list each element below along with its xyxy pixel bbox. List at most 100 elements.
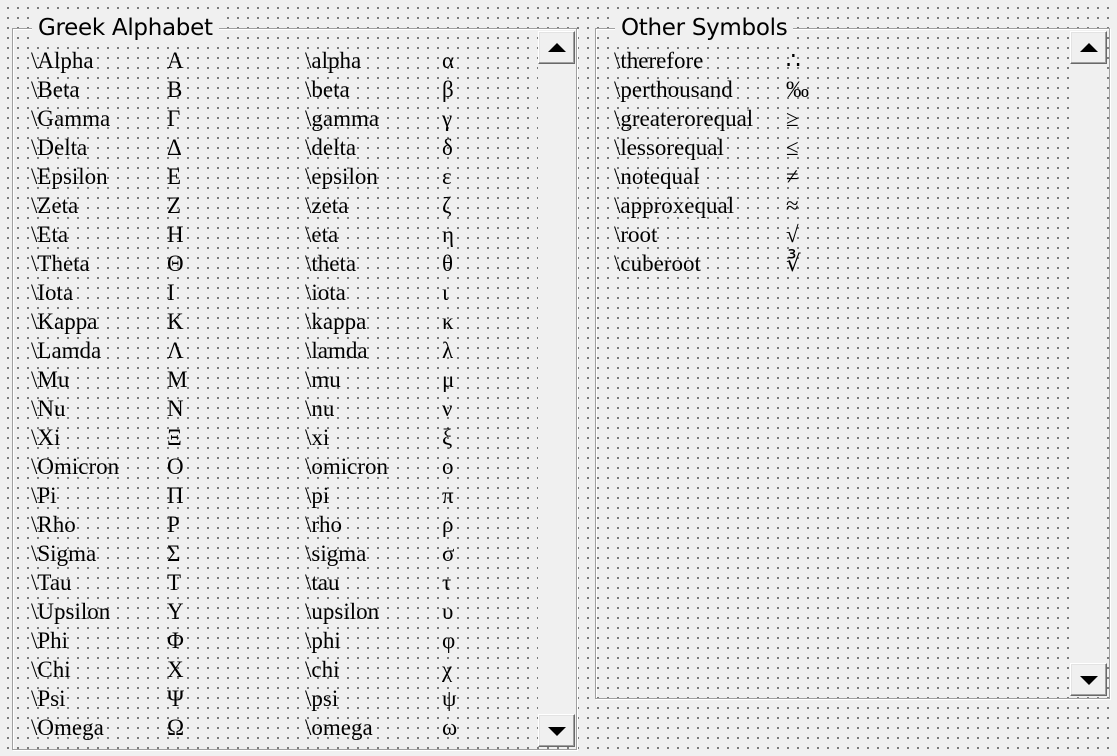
scroll-down-arrow-icon xyxy=(547,726,566,736)
lowercase-symbol: κ xyxy=(442,309,454,334)
scroll-up-arrow-icon xyxy=(1079,42,1098,52)
uppercase-symbol: Λ xyxy=(167,338,184,363)
symbols-scrollbar[interactable] xyxy=(1070,31,1107,696)
uppercase-symbol: Β xyxy=(167,77,183,102)
uppercase-symbol: Σ xyxy=(167,541,181,566)
symbol-command: \approxequal xyxy=(614,193,735,218)
lowercase-symbol: α xyxy=(442,48,455,73)
lowercase-command: \sigma xyxy=(305,541,367,566)
lowercase-symbol: ζ xyxy=(442,193,452,218)
scroll-up-arrow-icon xyxy=(547,42,566,52)
greek-scrollbar[interactable] xyxy=(538,31,575,747)
greek-scroll-up-button[interactable] xyxy=(538,31,575,64)
uppercase-command: \Zeta xyxy=(31,193,79,218)
lowercase-command: \rho xyxy=(305,512,343,537)
symbol-glyph: ≤ xyxy=(786,135,799,160)
lowercase-command: \mu xyxy=(305,367,341,392)
other-symbols-group: Other Symbols \therefore∴\perthousand‰\g… xyxy=(595,14,1110,699)
uppercase-command: \Xi xyxy=(31,425,61,450)
uppercase-symbol: Δ xyxy=(167,135,182,160)
scroll-down-arrow-icon xyxy=(1079,675,1098,685)
uppercase-symbol: Ο xyxy=(167,454,184,479)
lowercase-symbol: ε xyxy=(442,164,452,189)
uppercase-command: \Chi xyxy=(31,657,71,682)
lowercase-symbol: η xyxy=(442,222,455,247)
uppercase-command: \Psi xyxy=(31,686,66,711)
uppercase-symbol: Ψ xyxy=(167,686,184,711)
lowercase-symbol: λ xyxy=(442,338,454,363)
lowercase-command: \eta xyxy=(305,222,339,247)
symbols-scroll-up-button[interactable] xyxy=(1070,31,1107,64)
uppercase-symbol: Ξ xyxy=(167,425,182,450)
lowercase-symbol: ρ xyxy=(442,512,454,537)
uppercase-command: \Nu xyxy=(31,396,66,421)
lowercase-symbol: χ xyxy=(442,657,453,682)
lowercase-command: \gamma xyxy=(305,106,380,131)
lowercase-command: \xi xyxy=(305,425,330,450)
lowercase-symbol: θ xyxy=(442,251,454,276)
symbol-command: \root xyxy=(614,222,658,247)
uppercase-command: \Eta xyxy=(31,222,69,247)
symbols-scroll-down-button[interactable] xyxy=(1070,663,1107,696)
uppercase-command: \Alpha xyxy=(31,48,94,73)
lowercase-symbol: ν xyxy=(442,396,453,421)
lowercase-symbol: τ xyxy=(442,570,452,595)
lowercase-command: \chi xyxy=(305,657,340,682)
uppercase-command: \Gamma xyxy=(31,106,111,131)
uppercase-command: \Rho xyxy=(31,512,76,537)
lowercase-command: \omicron xyxy=(305,454,389,479)
uppercase-symbol: Τ xyxy=(167,570,182,595)
lowercase-command: \zeta xyxy=(305,193,349,218)
lowercase-command: \pi xyxy=(305,483,330,508)
lowercase-command: \iota xyxy=(305,280,346,305)
uppercase-command: \Omicron xyxy=(31,454,120,479)
other-symbols-title: Other Symbols xyxy=(615,14,794,42)
lowercase-symbol: ι xyxy=(442,280,449,305)
lowercase-command: \beta xyxy=(305,77,350,102)
uppercase-symbol: Α xyxy=(167,48,184,73)
lowercase-symbol: β xyxy=(442,77,454,102)
lowercase-symbol: ψ xyxy=(442,686,457,711)
greek-scroll-down-button[interactable] xyxy=(538,714,575,747)
symbol-command: \greaterorequal xyxy=(614,106,754,131)
lowercase-command: \kappa xyxy=(305,309,367,334)
lowercase-symbol: ω xyxy=(442,715,458,740)
uppercase-command: \Kappa xyxy=(31,309,98,334)
uppercase-symbol: Μ xyxy=(167,367,188,392)
uppercase-command: \Theta xyxy=(31,251,90,276)
lowercase-symbol: γ xyxy=(442,106,453,131)
uppercase-symbol: Ω xyxy=(167,715,185,740)
lowercase-symbol: π xyxy=(442,483,454,508)
uppercase-symbol: Ρ xyxy=(167,512,180,537)
uppercase-command: \Upsilon xyxy=(31,599,111,624)
uppercase-command: \Sigma xyxy=(31,541,97,566)
symbol-command: \perthousand xyxy=(614,77,733,102)
lowercase-symbol: ξ xyxy=(442,425,453,450)
uppercase-symbol: Η xyxy=(167,222,184,247)
lowercase-symbol: φ xyxy=(442,628,456,653)
uppercase-symbol: Π xyxy=(167,483,184,508)
uppercase-command: \Delta xyxy=(31,135,88,160)
lowercase-command: \omega xyxy=(305,715,373,740)
symbol-command: \lessorequal xyxy=(614,135,724,160)
symbol-command: \cuberoot xyxy=(614,251,701,276)
symbol-command: \notequal xyxy=(614,164,700,189)
uppercase-symbol: Ν xyxy=(167,396,184,421)
symbol-glyph: ‰ xyxy=(786,77,809,102)
uppercase-command: \Beta xyxy=(31,77,80,102)
symbol-glyph: ≥ xyxy=(786,106,799,131)
lowercase-command: \theta xyxy=(305,251,357,276)
uppercase-command: \Omega xyxy=(31,715,104,740)
uppercase-symbol: Ζ xyxy=(167,193,182,218)
symbol-glyph: ≠ xyxy=(786,164,799,189)
uppercase-symbol: Θ xyxy=(167,251,184,276)
symbol-command: \therefore xyxy=(614,48,704,73)
lowercase-command: \alpha xyxy=(305,48,362,73)
symbol-glyph: ∛ xyxy=(786,251,801,276)
uppercase-symbol: Ε xyxy=(167,164,182,189)
uppercase-command: \Phi xyxy=(31,628,69,653)
lowercase-command: \lamda xyxy=(305,338,368,363)
lowercase-command: \epsilon xyxy=(305,164,378,189)
lowercase-symbol: δ xyxy=(442,135,453,160)
